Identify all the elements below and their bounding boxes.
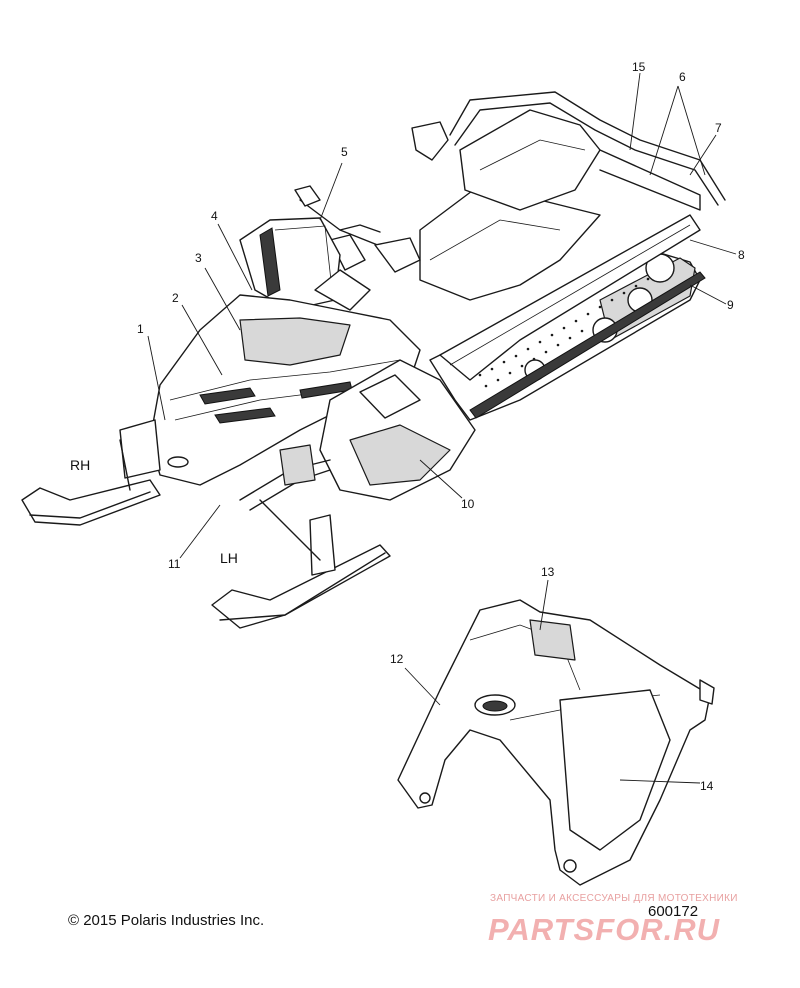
callout-1: 1	[137, 322, 144, 336]
callout-14: 14	[700, 779, 714, 793]
callout-11: 11	[168, 557, 181, 571]
ski-right	[21, 439, 161, 526]
callout-10: 10	[461, 497, 475, 511]
callout-9: 9	[727, 298, 734, 312]
lh-label: LH	[220, 550, 238, 566]
callout-3: 3	[195, 251, 202, 265]
callout-12: 12	[390, 652, 404, 666]
watermark-tagline: ЗАПЧАСТИ И АКСЕССУАРЫ ДЛЯ МОТОТЕХНИКИ	[490, 893, 738, 904]
watermark-logo: PARTSFOR.RU	[488, 912, 721, 947]
handlebar-assembly	[294, 185, 421, 273]
callout-13: 13	[541, 565, 555, 579]
track-assembly	[429, 249, 706, 421]
callout-7: 7	[715, 121, 722, 135]
callout-8: 8	[738, 248, 745, 262]
rh-label: RH	[70, 457, 90, 473]
snowmobile-illustration	[21, 91, 726, 629]
part-number: 600172	[648, 903, 699, 920]
ski-left	[211, 514, 391, 629]
windshield	[239, 217, 371, 311]
tunnel-panel	[439, 214, 701, 388]
callout-15: 15	[632, 60, 646, 74]
callout-5: 5	[341, 145, 348, 159]
side-panel	[319, 359, 476, 501]
seat	[419, 109, 601, 301]
callout-numbers: 1 2 3 4 5 6 7 8 9 10 11 12 13 14 15	[137, 60, 745, 793]
callout-6: 6	[679, 70, 686, 84]
hood-body	[119, 294, 421, 486]
callout-4: 4	[211, 209, 218, 223]
leader-lines	[147, 72, 737, 784]
copyright-notice: © 2015 Polaris Industries Inc.	[68, 912, 265, 929]
callout-2: 2	[172, 291, 179, 305]
front-suspension	[239, 444, 331, 561]
detached-side-panel	[397, 599, 715, 886]
